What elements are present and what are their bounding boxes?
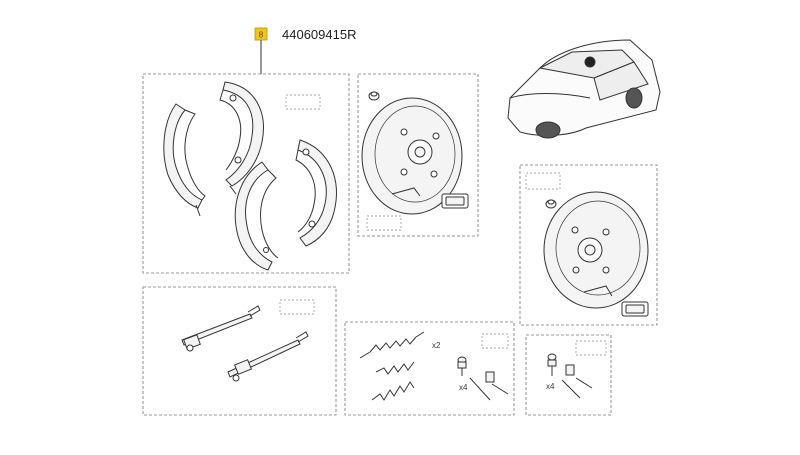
- rubber-plug[interactable]: [621, 301, 649, 317]
- small-nut[interactable]: [368, 91, 380, 101]
- brake-shoe-1[interactable]: [163, 103, 206, 217]
- brake-shoes-panel: [142, 73, 350, 274]
- label-box: [575, 340, 607, 356]
- hold-down-pin-left[interactable]: [457, 356, 509, 401]
- panel-border: [344, 321, 515, 416]
- adjuster-rod-1[interactable]: [181, 305, 261, 352]
- part-reference[interactable]: 8 440609415R: [254, 27, 356, 74]
- wheel-marker-icon: [584, 56, 596, 68]
- part-number[interactable]: 440609415R: [282, 27, 356, 42]
- rubber-plug[interactable]: [441, 193, 469, 209]
- hardware-left-quantity: x4: [459, 383, 468, 392]
- return-spring-1[interactable]: [359, 331, 425, 359]
- label-box: [481, 333, 509, 349]
- panel-border: [142, 286, 337, 416]
- panel-border: [519, 164, 658, 326]
- adjusters-panel: [142, 286, 337, 416]
- panel-border: [142, 73, 350, 274]
- backing-plate-left[interactable]: [361, 97, 463, 215]
- panel-border: [525, 334, 612, 416]
- return-spring-2[interactable]: [375, 361, 415, 375]
- hold-down-pin-right[interactable]: [547, 353, 593, 399]
- springs-panel: x2 x4: [344, 321, 515, 416]
- callout-badge-label: 8: [259, 31, 264, 40]
- brake-shoe-4[interactable]: [295, 139, 337, 247]
- brake-shoe-3[interactable]: [234, 161, 279, 271]
- backing-plate-right[interactable]: [543, 191, 649, 309]
- label-box: [525, 172, 561, 190]
- backing-plate-left-panel: [357, 73, 479, 237]
- return-spring-3[interactable]: [371, 381, 415, 401]
- brake-shoe-2[interactable]: [219, 81, 264, 195]
- panel-border: [357, 73, 479, 237]
- adjuster-rod-2[interactable]: [227, 331, 309, 382]
- vehicle-illustration: [507, 39, 661, 139]
- backing-plate-right-panel: [519, 164, 658, 326]
- hardware-right-quantity: x4: [546, 382, 555, 391]
- springs-quantity: x2: [432, 341, 441, 350]
- small-nut[interactable]: [545, 199, 557, 209]
- label-box: [366, 215, 402, 231]
- label-box: [285, 94, 321, 110]
- hardware-right-panel: x4: [525, 334, 612, 416]
- label-box: [279, 299, 315, 315]
